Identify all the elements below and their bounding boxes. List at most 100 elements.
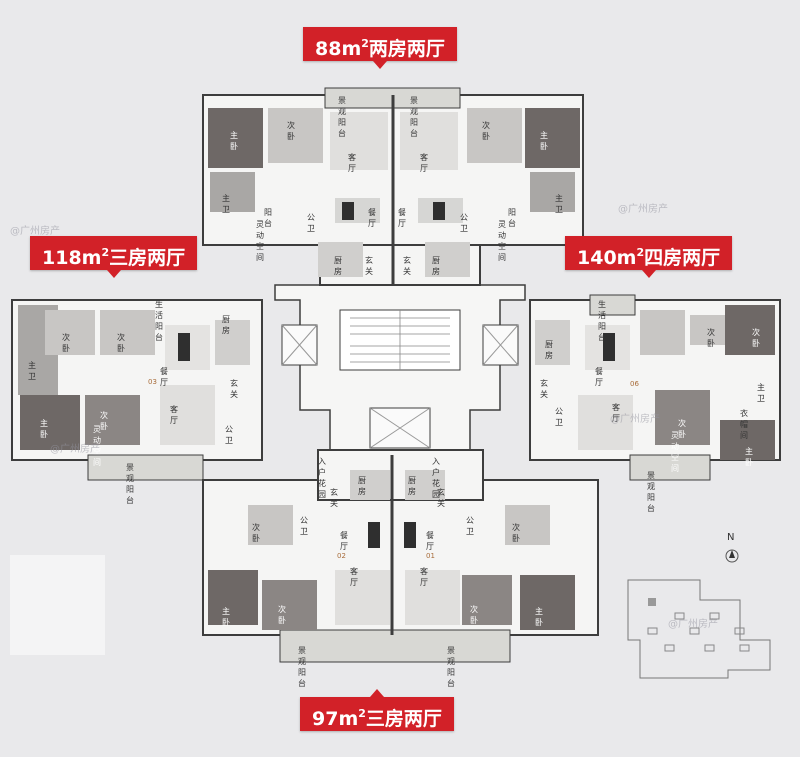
room-label: 厨房 (545, 340, 553, 360)
room-label: 餐厅 (595, 367, 603, 387)
banner-area: 118m (42, 247, 102, 269)
core-corridor (274, 284, 526, 451)
room-label: 灵动空间 (498, 220, 506, 262)
room-label: 衣帽间 (740, 409, 748, 440)
room-label: 餐厅 (398, 208, 406, 228)
room-label: 餐厅 (340, 531, 348, 551)
room-label: 生活阳台 (155, 300, 163, 342)
room-label: 主卫 (757, 383, 765, 403)
room-label: 客厅 (170, 405, 178, 425)
banner-sup: 2 (361, 37, 369, 50)
unit-number: 01 (426, 552, 435, 560)
watermark: @广州房产 (668, 619, 718, 630)
room-label: 公卫 (466, 516, 474, 536)
banner-rooms: 两房两厅 (368, 38, 445, 60)
unit-banner-bottom: 97m2三房两厅 (300, 689, 454, 731)
unit-left-plan (11, 299, 263, 481)
room-label: 公卫 (300, 516, 308, 536)
site-map (627, 579, 771, 679)
unit-number: 03 (148, 378, 157, 386)
unit-number: 02 (337, 552, 346, 560)
room-label: 次卧 (512, 523, 520, 543)
unit-banner-right: 140m2四房两厅 (565, 236, 733, 278)
room-label: 玄关 (437, 488, 445, 508)
room-label: 客厅 (420, 567, 428, 587)
room-label: 次卧 (287, 121, 295, 141)
watermark: @广州房产 (10, 226, 60, 237)
room-label: 公卫 (307, 213, 315, 233)
room-label: 厨房 (334, 256, 342, 276)
unit-banner-left: 118m2三房两厅 (30, 236, 198, 278)
room-label: 公卫 (225, 425, 233, 445)
room-label: 次卧 (62, 333, 70, 353)
watermark: @广州房产 (50, 444, 100, 455)
room-label: 次卧 (752, 328, 760, 348)
room-label: 入户花园 (432, 457, 440, 499)
banner-area: 97m (312, 708, 359, 730)
unit-top-plan (202, 87, 584, 286)
room-label: 餐厅 (426, 531, 434, 551)
room-label: 景观阳台 (647, 471, 655, 513)
room-label: 主卧 (230, 131, 238, 151)
room-label: 次卧 (482, 121, 490, 141)
banner-area: 140m (577, 247, 637, 269)
unit-banner-top: 88m2两房两厅 (303, 27, 457, 69)
banner-sup: 2 (101, 246, 110, 259)
room-label: 生活阳台 (598, 300, 606, 342)
room-label: 客厅 (348, 153, 356, 173)
room-label: 厨房 (222, 315, 230, 335)
room-label: 餐厅 (160, 367, 168, 387)
room-label: 主卧 (40, 419, 48, 439)
room-label: 客厅 (350, 567, 358, 587)
room-label: 公卫 (460, 213, 468, 233)
watermark: @广州房产 (610, 414, 660, 425)
room-label: 主卧 (222, 607, 230, 627)
room-label: 次卧 (707, 328, 715, 348)
banner-area: 88m (315, 38, 362, 60)
watermark: @广州房产 (618, 204, 668, 215)
room-label: 次卧 (252, 523, 260, 543)
room-label: 入户花园 (318, 457, 326, 499)
compass-icon (725, 549, 739, 563)
dining-tables (178, 202, 615, 548)
room-label: 主卧 (745, 447, 753, 467)
room-label: 公卫 (555, 407, 563, 427)
room-label: 景观阳台 (410, 96, 418, 138)
banner-pointer-icon (641, 270, 656, 278)
room-label: 玄关 (365, 256, 373, 276)
room-label: 阳台 (264, 208, 272, 228)
room-label: 客厅 (420, 153, 428, 173)
room-label: 主卫 (222, 194, 230, 214)
banner-pointer-icon (369, 689, 384, 697)
room-label: 次卧 (100, 411, 108, 431)
room-label: 主卫 (555, 194, 563, 214)
banner-sup: 2 (636, 246, 645, 259)
banner-pointer-icon (372, 61, 387, 69)
room-label: 灵动空间 (93, 425, 101, 467)
room-label: 客厅 (612, 403, 620, 423)
room-label: 景观阳台 (298, 646, 306, 688)
room-label: 次卧 (117, 333, 125, 353)
banner-rooms: 三房两厅 (109, 247, 186, 269)
room-label: 玄关 (540, 379, 548, 399)
room-label: 景观阳台 (338, 96, 346, 138)
room-label: 玄关 (330, 488, 338, 508)
room-label: 灵动空间 (256, 220, 264, 262)
room-label: 次卧 (678, 419, 686, 439)
room-label: 厨房 (432, 256, 440, 276)
room-label: 灵动空间 (671, 431, 679, 473)
banner-sup: 2 (358, 707, 366, 720)
unit-bottom-plan (202, 449, 599, 663)
room-label: 阳台 (508, 208, 516, 228)
room-label: 主卫 (28, 361, 36, 381)
banner-pointer-icon (106, 270, 121, 278)
room-label: 次卧 (278, 605, 286, 625)
room-label: 玄关 (403, 256, 411, 276)
room-label: 景观阳台 (126, 463, 134, 505)
room-label: 次卧 (470, 605, 478, 625)
blank-patch (10, 555, 105, 655)
room-label: 厨房 (358, 476, 366, 496)
room-label: 厨房 (408, 476, 416, 496)
